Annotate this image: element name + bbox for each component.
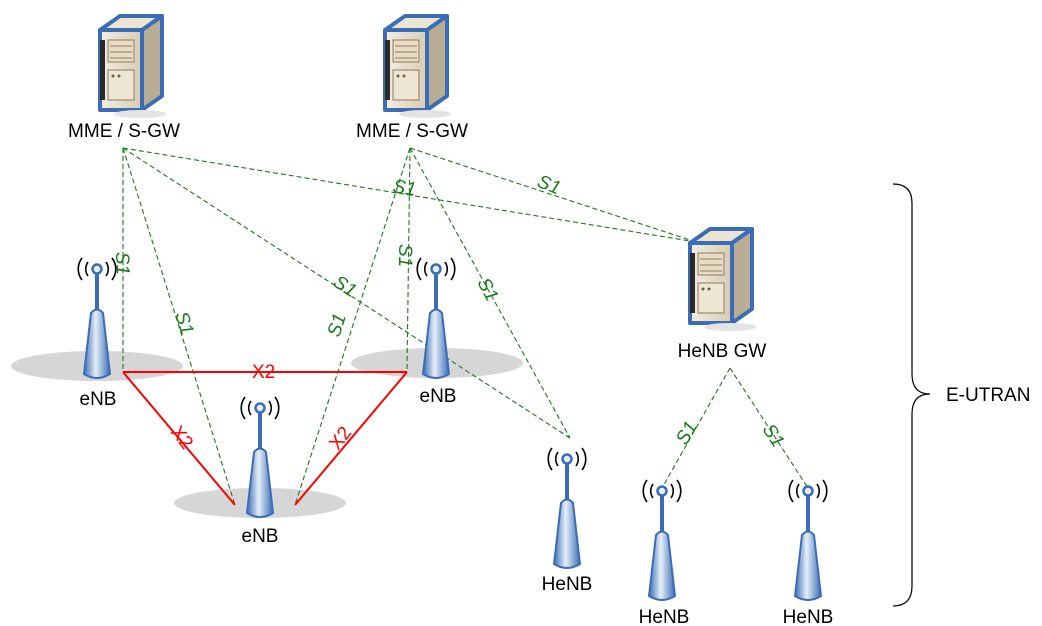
s1-link [406,147,411,371]
henb-middle-label: HeNB [542,574,593,595]
s1-label: S1 [170,309,197,338]
s1-link [122,147,697,243]
mme-left-label: MME / S-GW [68,121,180,142]
henb-gw-server-icon [688,227,758,333]
henb-left-antenna-icon [641,478,683,602]
s1-label: S1 [111,251,133,275]
s1-label: S1 [473,274,502,304]
x2-links [122,371,408,506]
henb-middle-antenna-icon [546,446,588,570]
henb-right-label: HeNB [783,607,834,626]
s1-link [409,147,571,439]
enb-bottom-label: eNB [242,526,279,547]
s1-link [294,147,411,506]
mme-right-server-icon [383,14,453,120]
x2-link [122,371,236,506]
henb-left-label: HeNB [639,607,690,626]
x2-label: X2 [325,423,356,454]
s1-label: S1 [324,311,351,340]
x2-label: X2 [166,422,197,453]
s1-label: S1 [534,171,563,199]
s1-links [122,147,809,506]
s1-label: S1 [391,176,417,200]
s1-label: S1 [758,420,788,451]
e-utran-brace [892,183,931,607]
s1-label: S1 [672,418,702,449]
s1-link [661,367,731,489]
s1-link [122,147,571,439]
mme-right-label: MME / S-GW [356,121,468,142]
x2-label: X2 [252,362,275,383]
enb-left-label: eNB [80,389,117,410]
s1-link [409,147,697,243]
mme-left-server-icon [98,14,168,120]
s1-label: S1 [329,272,360,302]
s1-label: S1 [394,244,415,267]
e-utran-label: E-UTRAN [946,385,1030,406]
henb-right-antenna-icon [787,478,829,602]
x2-link [294,371,408,506]
henb-gw-label: HeNB GW [678,341,767,362]
enb-right-label: eNB [420,386,457,407]
s1-link [122,147,236,506]
